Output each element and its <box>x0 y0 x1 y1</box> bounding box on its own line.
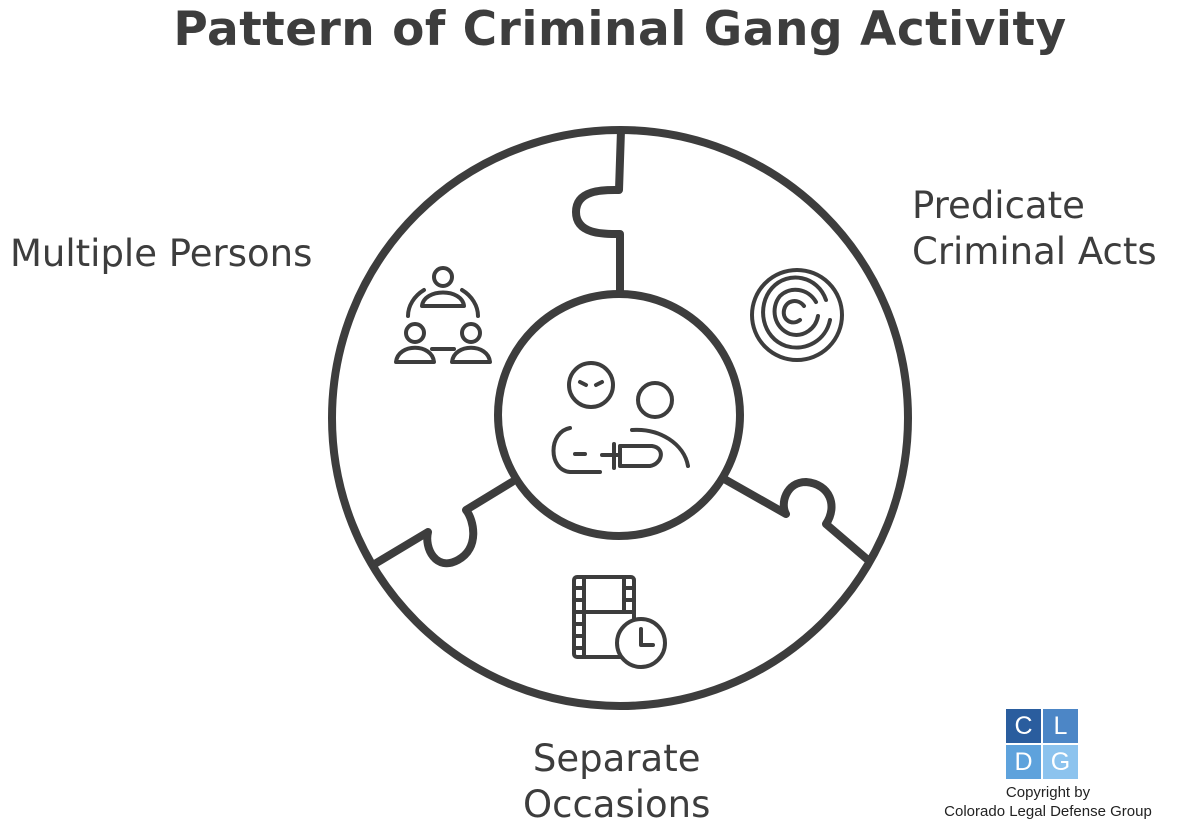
label-predicate-criminal-acts: Predicate Criminal Acts <box>912 183 1157 275</box>
cldg-logo: C L D G <box>1006 709 1078 779</box>
divider-left <box>369 478 516 569</box>
label-predicate-line1: Predicate <box>912 184 1085 227</box>
copyright-notice: Copyright by Colorado Legal Defense Grou… <box>928 783 1168 821</box>
label-predicate-line2: Criminal Acts <box>912 230 1157 273</box>
gang-members-knife-icon <box>551 361 690 474</box>
logo-letter-d: D <box>1006 745 1041 779</box>
logo-letter-g: G <box>1043 745 1078 779</box>
label-separate-occasions: Separate Occasions <box>523 736 710 828</box>
group-network-icon <box>394 266 492 364</box>
logo-letter-c: C <box>1006 709 1041 743</box>
logo-letter-l: L <box>1043 709 1078 743</box>
center-hub <box>494 290 744 540</box>
label-separate-line1: Separate <box>532 737 701 780</box>
copyright-line1: Copyright by <box>1005 784 1091 801</box>
film-clock-icon <box>572 575 667 669</box>
divider-right <box>722 476 872 564</box>
divider-top <box>572 126 625 304</box>
label-separate-line2: Occasions <box>523 783 711 826</box>
spiral-icon <box>750 268 844 362</box>
page-title: Pattern of Criminal Gang Activity <box>173 2 1067 57</box>
label-multiple-persons: Multiple Persons <box>10 232 313 275</box>
copyright-line2: Colorado Legal Defense Group <box>944 803 1152 820</box>
